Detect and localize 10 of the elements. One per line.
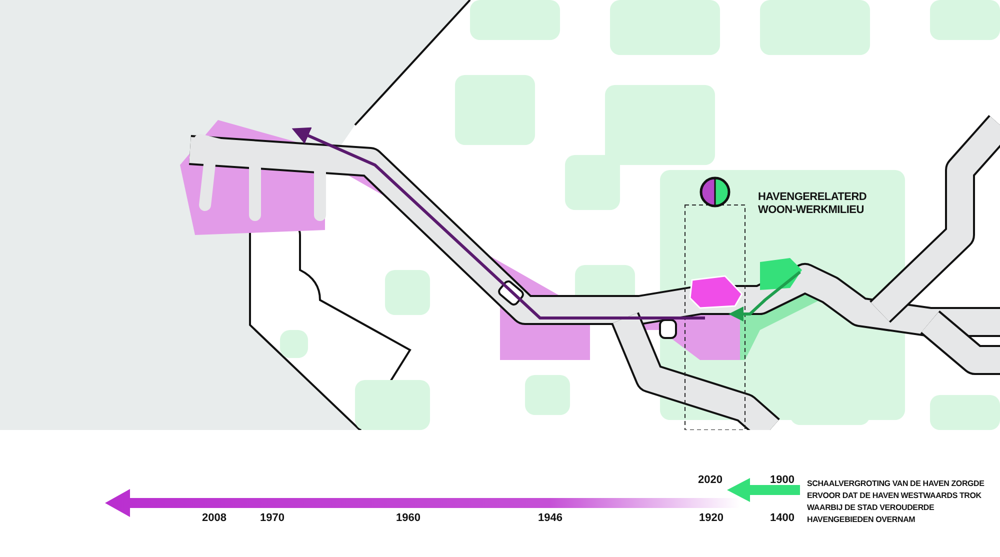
year-label: 2020 (698, 473, 722, 488)
year-label: 1960 (396, 511, 420, 526)
note-text: SCHAALVERGROTING VAN DE HAVEN ZORGDE ERVOOR DAT DE HAVEN WESTWAARDS TROK WAARBIJ DE STAD VEROUDERDE HAVENGEBIEDEN OVERNAM (807, 478, 986, 526)
year-label: 1920 (699, 511, 724, 526)
area-label: HAVENGERELATERD WOON-WERKMILIEU (758, 191, 868, 217)
year-label: 1900 (770, 473, 794, 488)
year-label: 2008 (202, 511, 226, 526)
year-label: 1946 (538, 511, 562, 526)
year-label: 1970 (260, 511, 284, 526)
year-label: 1400 (770, 511, 794, 526)
